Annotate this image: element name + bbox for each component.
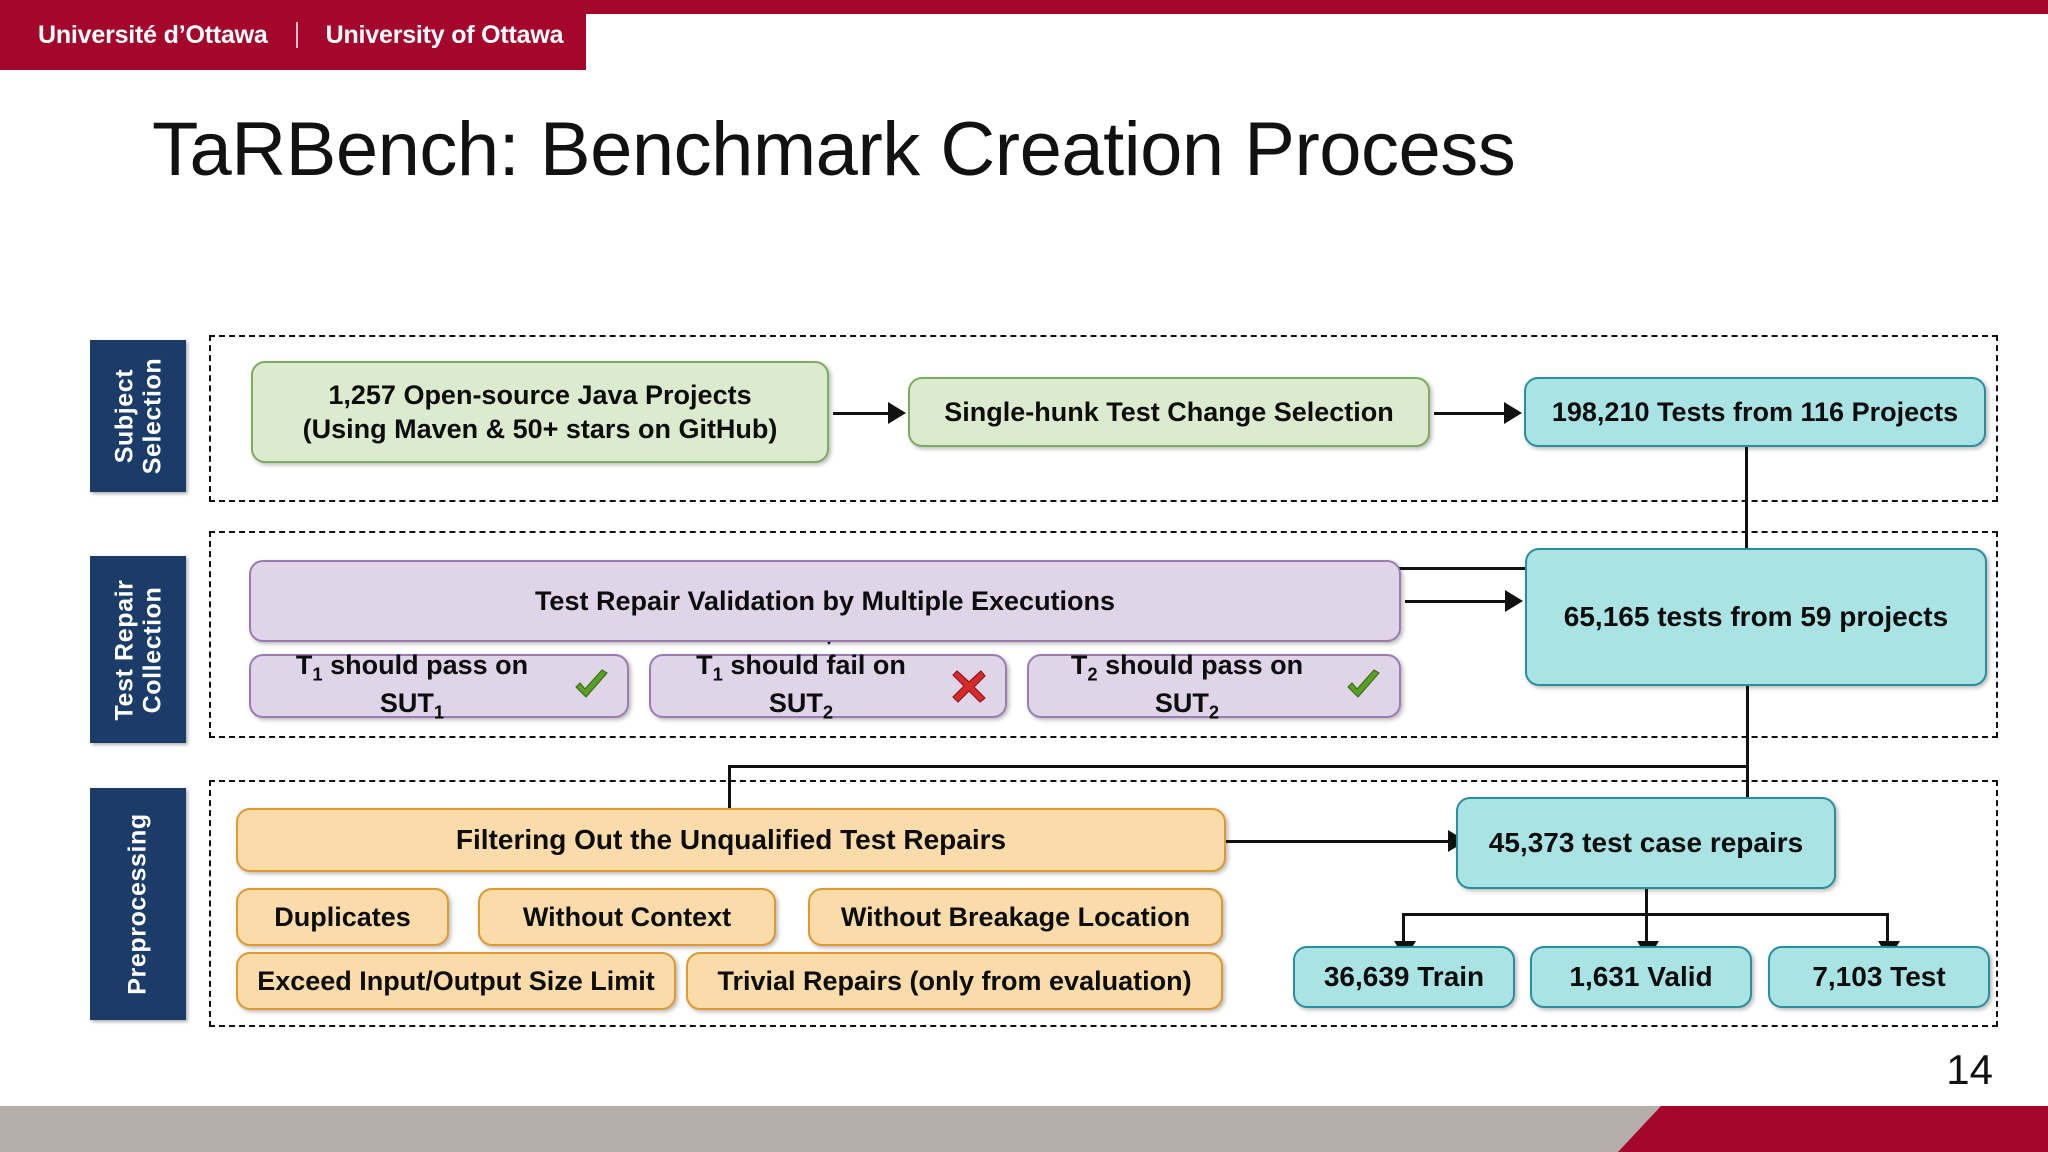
connector-row2-to-row3 [728,765,731,827]
check-mark-icon [1343,666,1383,706]
node-45373-repairs-label: 45,373 test case repairs [1488,827,1804,859]
logo-separator-icon [295,22,298,48]
section-label-preprocessing: Preprocessing [90,788,186,1020]
connector-row2-across [728,765,1749,768]
node-65165-tests-label: 65,165 tests from 59 projects [1563,601,1949,633]
section-container-test-repair-collection [209,531,1998,738]
section-label-line1: Preprocessing [124,813,153,995]
filter-chip-label: Duplicates [274,901,411,932]
node-split-test[interactable]: 7,103 Test [1768,946,1990,1008]
filter-chip-label: Without Breakage Location [840,901,1191,932]
node-198210-tests-label: 198,210 Tests from 116 Projects [1551,396,1959,427]
filter-chip-exceed-size-limit[interactable]: Exceed Input/Output Size Limit [236,952,676,1010]
connector-validation-to-result [1405,600,1505,603]
filter-chip-label: Without Context [522,901,732,932]
section-label-subject-selection: Subject Selection [90,340,186,492]
section-label-line1: Subject [110,368,139,464]
node-single-hunk-selection[interactable]: Single-hunk Test Change Selection [908,377,1430,447]
node-filtering-unqualified[interactable]: Filtering Out the Unqualified Test Repai… [236,808,1226,872]
connector-row1-down [1745,447,1748,570]
node-test-repair-validation[interactable]: Test Repair Validation by Multiple Execu… [249,560,1401,642]
node-filtering-label: Filtering Out the Unqualified Test Repai… [455,824,1007,856]
connector-row2-down [1746,686,1749,808]
node-45373-repairs[interactable]: 45,373 test case repairs [1456,797,1836,889]
node-198210-tests[interactable]: 198,210 Tests from 116 Projects [1524,377,1986,447]
node-split-valid[interactable]: 1,631 Valid [1530,946,1752,1008]
node-projects-line1: 1,257 Open-source Java Projects [328,379,752,410]
section-label-line2: Collection [138,586,166,713]
filter-chip-label: Trivial Repairs (only from evaluation) [717,965,1192,996]
condition-chip-3[interactable]: T2 should pass on SUT2 [1027,650,1401,722]
connector-selection-to-result [1434,412,1504,415]
section-label-line2: Selection [138,357,167,475]
arrowhead-validation-to-result [1505,590,1523,612]
cross-mark-icon [949,666,989,706]
condition-chip-1-label: T1 should pass on SUT1 [295,650,529,723]
connector-split-train [1402,913,1405,946]
page-number: 14 [1946,1046,1993,1093]
node-split-test-label: 7,103 Test [1812,961,1946,993]
section-container-subject-selection [209,335,1998,502]
filter-chip-label: Exceed Input/Output Size Limit [257,965,655,996]
uottawa-logo: Université d’Ottawa University of Ottawa [38,20,564,50]
node-65165-tests[interactable]: 65,165 tests from 59 projects [1525,548,1987,686]
connector-split-valid [1645,913,1648,946]
filter-chip-without-breakage-location[interactable]: Without Breakage Location [808,888,1223,946]
node-projects-line2: (Using Maven & 50+ stars on GitHub) [302,414,778,444]
filter-chip-without-context[interactable]: Without Context [478,888,776,946]
condition-chip-2-label: T1 should fail on SUT2 [696,650,906,723]
condition-chip-3-label: T2 should pass on SUT2 [1070,650,1304,723]
node-split-valid-label: 1,631 Valid [1569,961,1713,993]
section-container-preprocessing [209,780,1998,1027]
condition-chip-1[interactable]: T1 should pass on SUT1 [249,650,629,722]
filter-chip-trivial-repairs[interactable]: Trivial Repairs (only from evaluation) [686,952,1223,1010]
connector-split-stem [1645,889,1648,915]
arrowhead-projects-to-selection [888,402,906,424]
connector-filtering-to-result [1226,840,1448,843]
footer-accent-shape [1618,1106,2048,1152]
section-label-line1: Test Repair [110,579,138,720]
page-title: TaRBench: Benchmark Creation Process [152,107,1516,192]
node-single-hunk-label: Single-hunk Test Change Selection [944,396,1394,427]
connector-split-test [1886,913,1889,946]
node-open-source-projects[interactable]: 1,257 Open-source Java Projects (Using M… [251,361,829,463]
section-label-test-repair-collection: Test Repair Collection [90,556,186,743]
logo-text-french: Université d’Ottawa [38,20,268,49]
connector-projects-to-selection [833,412,888,415]
check-mark-icon [571,666,611,706]
condition-chip-2[interactable]: T1 should fail on SUT2 [649,650,1007,722]
filter-chip-duplicates[interactable]: Duplicates [236,888,449,946]
node-split-train-label: 36,639 Train [1323,961,1485,993]
node-validation-label: Test Repair Validation by Multiple Execu… [534,585,1116,616]
arrowhead-selection-to-result [1504,402,1522,424]
node-split-train[interactable]: 36,639 Train [1293,946,1515,1008]
header-brand-block: Université d’Ottawa University of Ottawa [0,0,586,70]
logo-text-english: University of Ottawa [325,20,564,49]
